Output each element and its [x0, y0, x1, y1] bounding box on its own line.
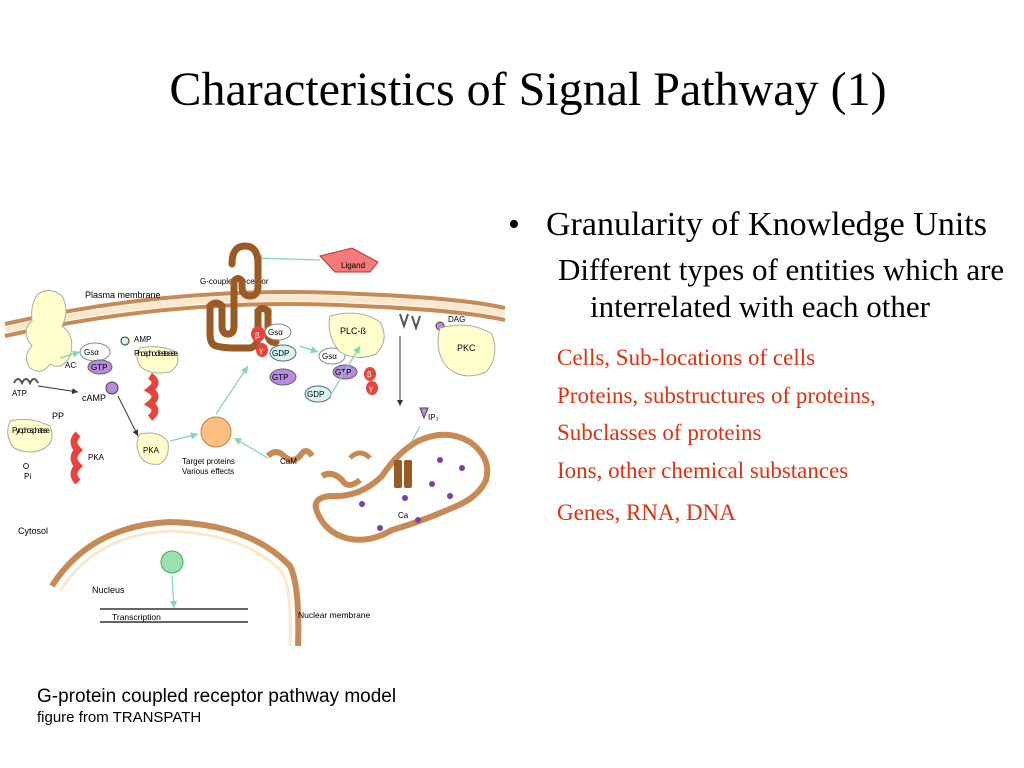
- amp-label: AMP: [134, 335, 151, 344]
- cam-label: CaM: [280, 457, 297, 466]
- ca-channel: [394, 460, 402, 488]
- example-item: Proteins, substructures of proteins,: [557, 382, 876, 408]
- gtp-right-label: GTP: [335, 368, 351, 377]
- figure-caption: G-protein coupled receptor pathway model…: [37, 685, 396, 727]
- ligand-label: Ligand: [341, 261, 365, 270]
- amp-dot: [120, 336, 130, 346]
- ac-label: AC: [65, 361, 76, 370]
- gtp-center-label: GTP: [272, 373, 288, 382]
- beta-subunit-right: [364, 367, 376, 381]
- example-item: Cells, Sub-locations of cells: [557, 345, 816, 370]
- pka-protein: [136, 432, 169, 465]
- slide-title: Characteristics of Signal Pathway (1): [169, 63, 887, 116]
- pka-regulatory: [143, 372, 159, 421]
- gpcr-pathway-diagram: Plasma membrane Ligand G-coupled recepto…: [4, 242, 505, 646]
- gs-alpha-right: [318, 347, 346, 365]
- ca-label: Ca: [398, 511, 409, 520]
- gtp-left: [87, 359, 113, 375]
- pp-label: PP: [52, 411, 64, 421]
- sub-point: Different types of entities which are in…: [558, 252, 1005, 324]
- bullet-block: • Granularity of Knowledge Units Differe…: [508, 205, 1018, 532]
- phosphodiesterase-label: Phospho diesterase: [134, 349, 179, 358]
- pkc-label: PKC: [457, 343, 476, 353]
- cytosol-label: Cytosol: [18, 526, 48, 536]
- nucleus-label: Nucleus: [92, 585, 125, 595]
- gtp-left-label: GTP: [91, 363, 107, 372]
- example-item: Subclasses of proteins: [557, 420, 762, 445]
- plc-beta-label: PLC-ß: [340, 326, 367, 336]
- plc-beta: [328, 312, 385, 358]
- transcription-label: Transcription: [112, 612, 161, 622]
- dag-label: DAG: [448, 315, 465, 324]
- examples-list: Cells, Sub-locations of cells Proteins, …: [557, 339, 1018, 532]
- target-protein: [200, 416, 232, 448]
- camp-icon: [105, 381, 119, 395]
- gamma-label: γ: [259, 346, 263, 355]
- ip3-icon: [419, 407, 429, 420]
- camp-label: cAMP: [82, 393, 106, 403]
- gs-alpha-left-label: Gsα: [84, 348, 99, 357]
- plasma-membrane-label: Plasma membrane: [85, 290, 161, 300]
- pka-label: PKA: [143, 446, 160, 455]
- gamma-subunit-right: [366, 381, 378, 395]
- plasma-membrane: [4, 290, 505, 338]
- gs-alpha-center: [264, 323, 292, 341]
- pyrophosphatase-label: Pyrophos phatase: [12, 426, 51, 435]
- ligand-shape: [319, 247, 379, 273]
- example-item: Ions, other chemical substances: [557, 457, 849, 483]
- main-bullet-text: Granularity of Knowledge Units: [546, 206, 987, 243]
- gs-alpha-center-label: Gsα: [268, 328, 283, 337]
- nuclear-membrane: [49, 518, 302, 646]
- caption-source: figure from TRANSPATH: [37, 709, 202, 726]
- phosphodiesterase: [136, 346, 179, 374]
- bullet-marker: •: [508, 206, 520, 243]
- atp-shape: [13, 378, 39, 386]
- ip3-label: IP₃: [428, 413, 439, 422]
- atp-label: ATP: [12, 389, 27, 398]
- various-effects-label: Various effects: [182, 467, 234, 476]
- caption-title: G-protein coupled receptor pathway model: [37, 686, 397, 707]
- main-bullet: • Granularity of Knowledge Units: [508, 205, 1018, 245]
- gdp-right-label: GDP: [307, 390, 324, 399]
- target-proteins-label: Target proteins: [182, 457, 235, 466]
- gtp-center: [269, 368, 297, 386]
- pyrophosphatase: [7, 418, 53, 453]
- dag-shape: [399, 313, 421, 332]
- adenylyl-cyclase: [25, 290, 73, 372]
- gdp-center-label: GDP: [272, 349, 289, 358]
- beta-right-label: β: [367, 370, 372, 379]
- pkc: [437, 324, 496, 377]
- beta-label: β: [255, 331, 260, 340]
- gs-alpha-right-label: Gsα: [322, 352, 337, 361]
- example-item: Genes, RNA, DNA: [557, 500, 736, 525]
- transcription-factor: [160, 550, 184, 574]
- calmodulin: [265, 448, 315, 463]
- beta-subunit: [251, 326, 265, 342]
- gdp-center: [269, 344, 297, 362]
- pka-catalytic: [70, 431, 83, 485]
- gamma-subunit: [256, 343, 268, 357]
- gamma-right-label: γ: [369, 384, 373, 393]
- pka-label-left: PKA: [88, 453, 105, 462]
- nuclear-membrane-label: Nuclear membrane: [298, 610, 371, 620]
- pi-label: Pi: [24, 472, 31, 481]
